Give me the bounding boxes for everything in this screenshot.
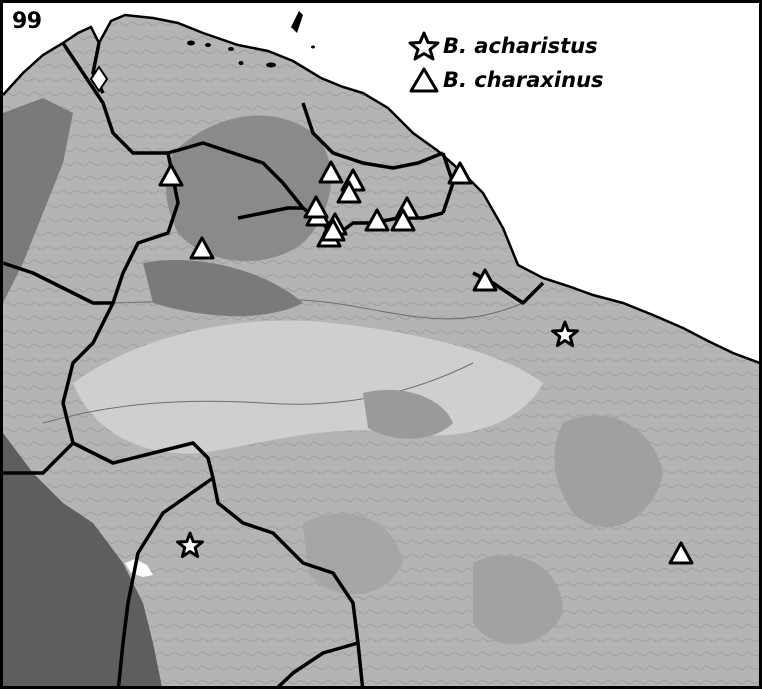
figure-number: 99 [12, 9, 42, 34]
legend-item-acharistus: B. acharistus [407, 29, 604, 63]
map-canvas [3, 3, 759, 686]
triangle-icon [409, 67, 439, 93]
star-marker [176, 531, 204, 558]
triangle-marker [318, 160, 344, 184]
legend-item-charaxinus: B. charaxinus [407, 63, 604, 97]
map-legend: B. acharistus B. charaxinus [407, 29, 604, 97]
occurrence-markers [158, 160, 694, 565]
triangle-marker [158, 163, 184, 187]
triangle-marker [668, 541, 694, 565]
andes-north [3, 98, 73, 303]
plateau-patch [303, 513, 403, 595]
plateau-patch [473, 555, 563, 645]
triangle-marker [320, 218, 346, 242]
caribbean-islands [187, 11, 315, 68]
legend-label: B. acharistus [443, 34, 598, 58]
triangle-marker [390, 208, 416, 232]
star-marker [551, 320, 579, 347]
triangle-marker [364, 208, 390, 232]
altiplano-lake [125, 559, 153, 577]
orinoco-lowland [143, 259, 303, 317]
andes [3, 433, 162, 686]
plateau-patch [363, 389, 453, 439]
triangle-marker [303, 195, 329, 219]
plateau-patch [554, 415, 663, 528]
triangle-marker [336, 180, 362, 204]
star-icon [408, 31, 440, 61]
triangle-marker [447, 161, 473, 185]
triangle-marker [189, 236, 215, 260]
river-texture [42, 362, 474, 424]
guiana-highlands [166, 115, 332, 262]
legend-label: B. charaxinus [443, 68, 604, 92]
lake-maracaibo [89, 65, 109, 93]
triangle-marker [472, 268, 498, 292]
coastline [3, 13, 759, 365]
